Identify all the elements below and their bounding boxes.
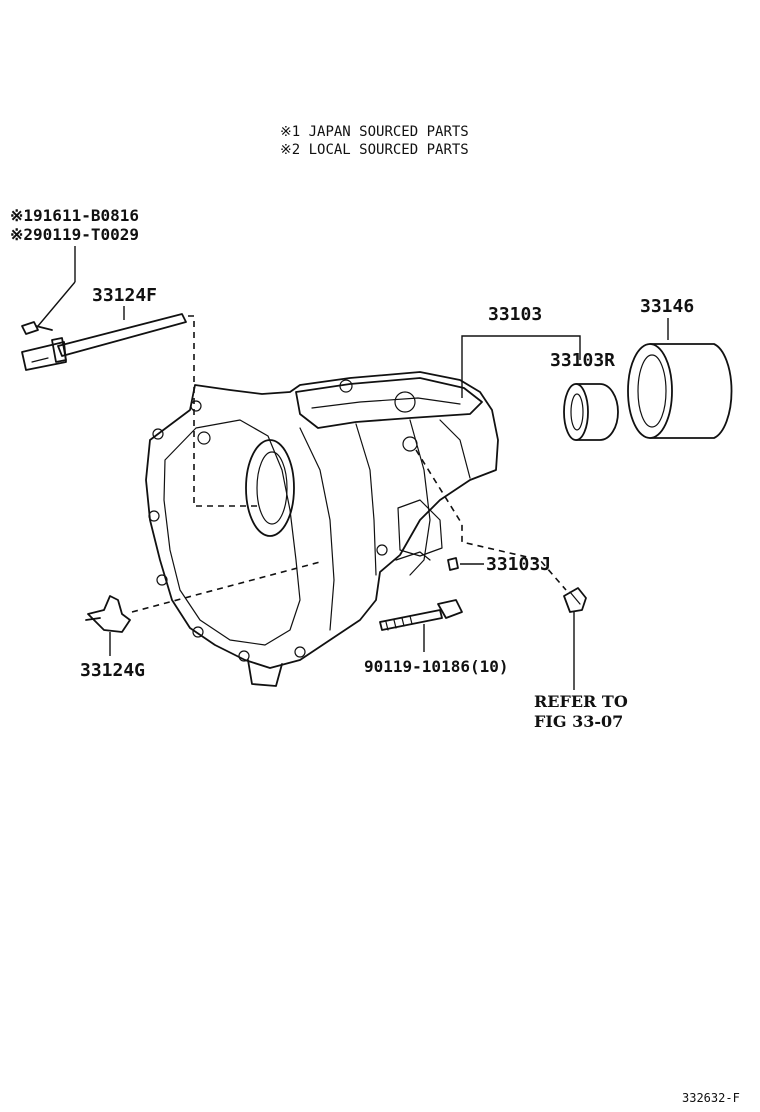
plug-33103J[interactable] [447, 557, 459, 571]
note-local-sourced: ※2 LOCAL SOURCED PARTS [280, 142, 469, 158]
refer-to-text: REFER TO [534, 692, 628, 711]
label-33103R[interactable]: 33103R [550, 350, 615, 371]
note-japan-sourced: ※1 JAPAN SOURCED PARTS [280, 124, 469, 140]
sleeve-33146[interactable] [627, 343, 733, 439]
transmission-case-33103[interactable] [145, 371, 499, 687]
speedometer-sleeve[interactable] [563, 587, 587, 613]
shift-rod-33124F[interactable] [21, 313, 187, 371]
bolt-90119-10186[interactable] [379, 599, 463, 631]
small-bolt[interactable] [21, 321, 53, 335]
bearing-bore [245, 439, 295, 537]
lever-housing-33124G[interactable] [85, 595, 131, 633]
dashline-33103J [415, 449, 567, 591]
label-33103[interactable]: 33103 [488, 304, 542, 325]
label-33146[interactable]: 33146 [640, 296, 694, 317]
dashline-33124G [131, 561, 321, 613]
label-90119-10186[interactable]: 90119-10186(10) [364, 657, 509, 676]
refer-fig-text[interactable]: FIG 33-07 [534, 712, 623, 731]
figure-code: 332632-F [682, 1091, 740, 1105]
label-33124F[interactable]: 33124F [92, 285, 157, 306]
label-bolt-alt-1[interactable]: ※191611-B0816 [10, 206, 139, 225]
label-33103J[interactable]: 33103J [486, 554, 551, 575]
leader-33103 [461, 335, 581, 398]
label-bolt-alt-2[interactable]: ※290119-T0029 [10, 225, 139, 244]
dashline-33124F [188, 315, 260, 507]
label-33124G[interactable]: 33124G [80, 660, 145, 681]
oil-seal-33103R[interactable] [563, 383, 619, 441]
leader-bolt-alt-diag [37, 281, 76, 327]
